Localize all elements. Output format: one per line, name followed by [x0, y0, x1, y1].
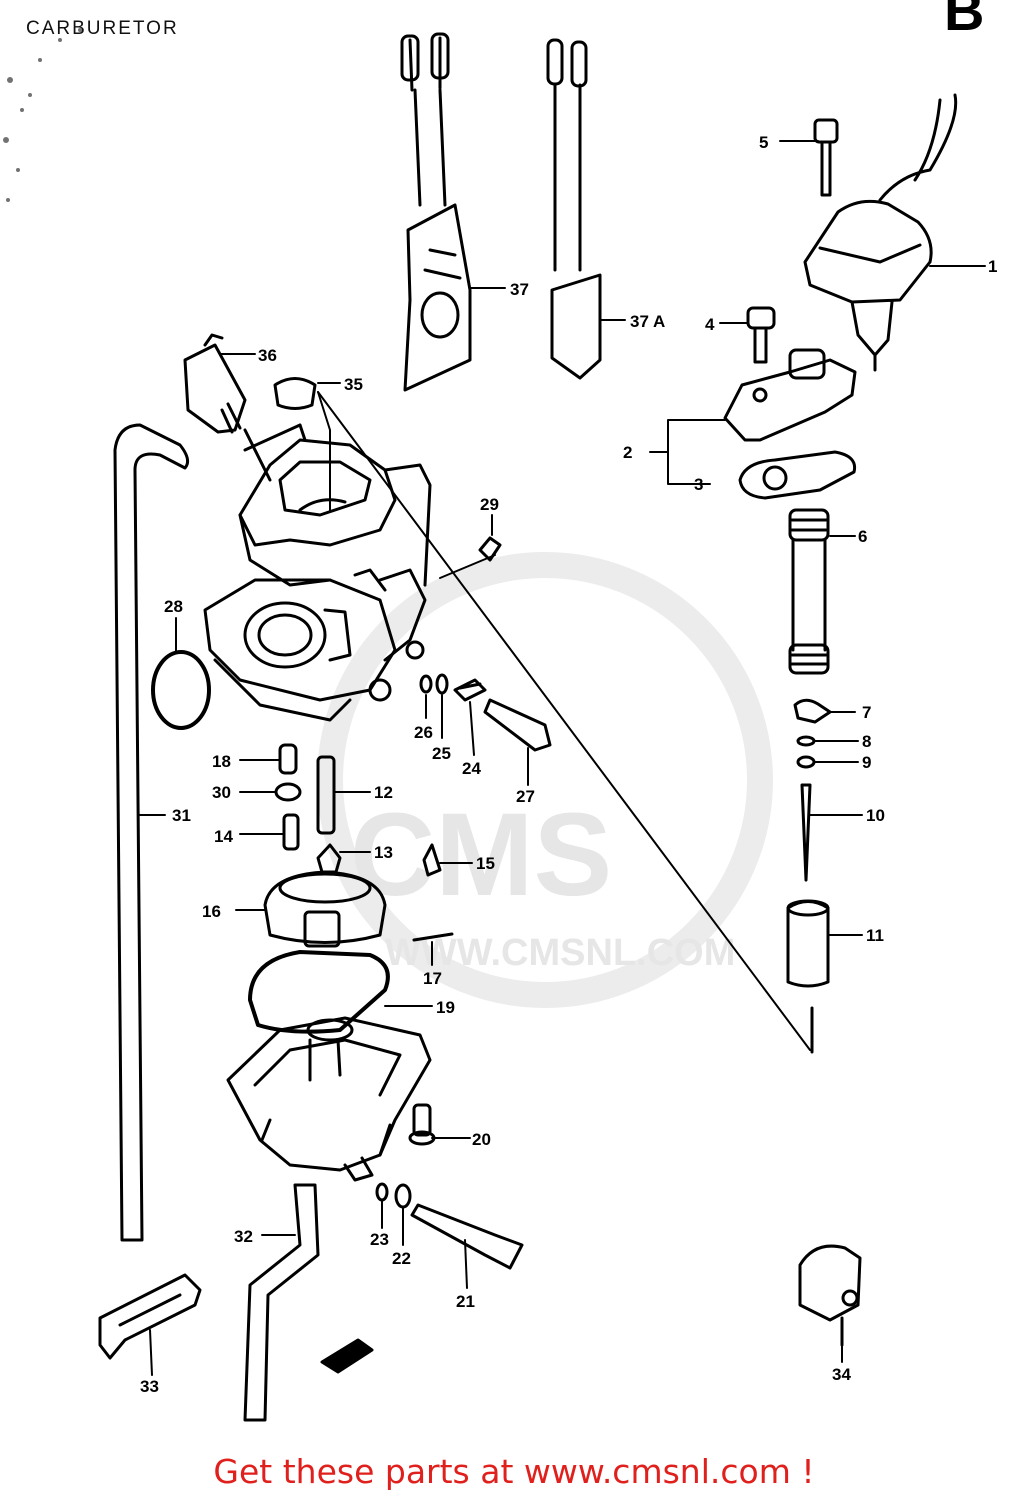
label-part-26: 26 [414, 723, 433, 742]
label-part-3: 3 [694, 475, 703, 494]
part-13-needle-jet [316, 843, 342, 874]
part-22-oring [394, 1183, 412, 1209]
label-part-36: 36 [258, 346, 277, 365]
label-part-35: 35 [344, 375, 363, 394]
label-part-11: 11 [866, 926, 884, 945]
label-part-34: 34 [832, 1365, 851, 1384]
part-33-bracket [98, 1273, 202, 1360]
label-part-7: 7 [862, 703, 871, 722]
label-part-28: 28 [164, 597, 183, 616]
corner-section-letter: B [944, 0, 985, 42]
label-part-29: 29 [480, 495, 499, 514]
part-34-clamp [798, 1244, 862, 1347]
diagram-title: CARBURETOR [26, 18, 179, 39]
label-part-6: 6 [858, 527, 867, 546]
label-part-17: 17 [423, 969, 442, 988]
part-4-screw [746, 306, 776, 364]
label-part-22: 22 [392, 1249, 411, 1268]
label-part-33: 33 [140, 1377, 159, 1396]
part-29-clip [478, 536, 502, 562]
footer-link-text[interactable]: Get these parts at www.cmsnl.com ! [213, 1452, 815, 1491]
watermark-brand: CMS [350, 789, 612, 921]
part-21-screw [410, 1203, 524, 1270]
part-37a-cable-block [546, 38, 602, 380]
part-25-oring [435, 673, 449, 695]
small-retainer [320, 1338, 374, 1374]
label-part-10: 10 [866, 806, 885, 825]
label-part-18: 18 [212, 752, 231, 771]
label-part-2: 2 [623, 443, 632, 462]
part-19-gasket [248, 950, 390, 1034]
part-7-clip [793, 698, 832, 724]
watermark: CMS WWW.CMSNL.COM [317, 552, 773, 1008]
part-9-ring [796, 755, 816, 769]
label-part-8: 8 [862, 732, 871, 751]
part-8-washer [796, 735, 816, 747]
part-36-adjuster [183, 333, 247, 434]
label-part-25: 25 [432, 744, 451, 763]
part-27-screw [483, 698, 552, 752]
label-part-37a: 37 A [630, 312, 665, 331]
leader-lines [139, 140, 986, 1376]
label-part-5: 5 [759, 133, 768, 152]
label-part-31: 31 [172, 806, 191, 825]
label-part-1: 1 [988, 257, 997, 276]
part-11-slide [786, 899, 830, 1054]
part-16-float [263, 870, 387, 948]
label-part-4: 4 [705, 315, 715, 334]
label-part-9: 9 [862, 753, 871, 772]
label-part-27: 27 [516, 787, 535, 806]
part-1-top-cap [803, 93, 958, 372]
label-part-30: 30 [212, 783, 231, 802]
part-6-plunger [788, 508, 830, 675]
scan-smudge [3, 28, 82, 202]
part-10-needle [800, 783, 812, 882]
float-bowl [226, 1016, 432, 1182]
part-32-tube [243, 1183, 320, 1422]
watermark-url: WWW.CMSNL.COM [385, 932, 735, 974]
part-24-spring [453, 678, 487, 702]
label-part-23: 23 [370, 1230, 389, 1249]
part-37-cable-assembly [400, 32, 472, 392]
part-28-oring [151, 650, 211, 730]
label-part-12: 12 [374, 783, 393, 802]
part-23-washer [375, 1182, 389, 1202]
part-17-pin [412, 932, 454, 942]
label-part-21: 21 [456, 1292, 475, 1311]
label-part-32: 32 [234, 1227, 253, 1246]
label-part-20: 20 [472, 1130, 491, 1149]
label-part-16: 16 [202, 902, 221, 921]
label-part-19: 19 [436, 998, 455, 1017]
label-part-15: 15 [476, 854, 495, 873]
carburetor-body [203, 423, 432, 722]
part-26-washer [419, 674, 433, 694]
reference-lines [317, 391, 811, 1051]
part-2-starter-body [723, 348, 857, 442]
part-3-gasket [738, 450, 857, 500]
label-part-24: 24 [462, 759, 481, 778]
part-20-screw [408, 1103, 436, 1146]
part-18-jet [278, 743, 298, 775]
part-labels: 1 2 3 4 5 6 7 8 9 10 11 12 13 14 15 16 1… [140, 133, 997, 1396]
part-14-jet [282, 813, 300, 851]
label-part-37: 37 [510, 280, 529, 299]
part-15-clip [422, 843, 442, 877]
part-31-tube [113, 423, 190, 1242]
label-part-13: 13 [374, 843, 393, 862]
part-30-washer [274, 782, 302, 802]
part-12-emulsion-tube [316, 755, 336, 835]
label-part-14: 14 [214, 827, 233, 846]
part-35-cap [273, 377, 317, 410]
part-5-screw [813, 118, 839, 197]
